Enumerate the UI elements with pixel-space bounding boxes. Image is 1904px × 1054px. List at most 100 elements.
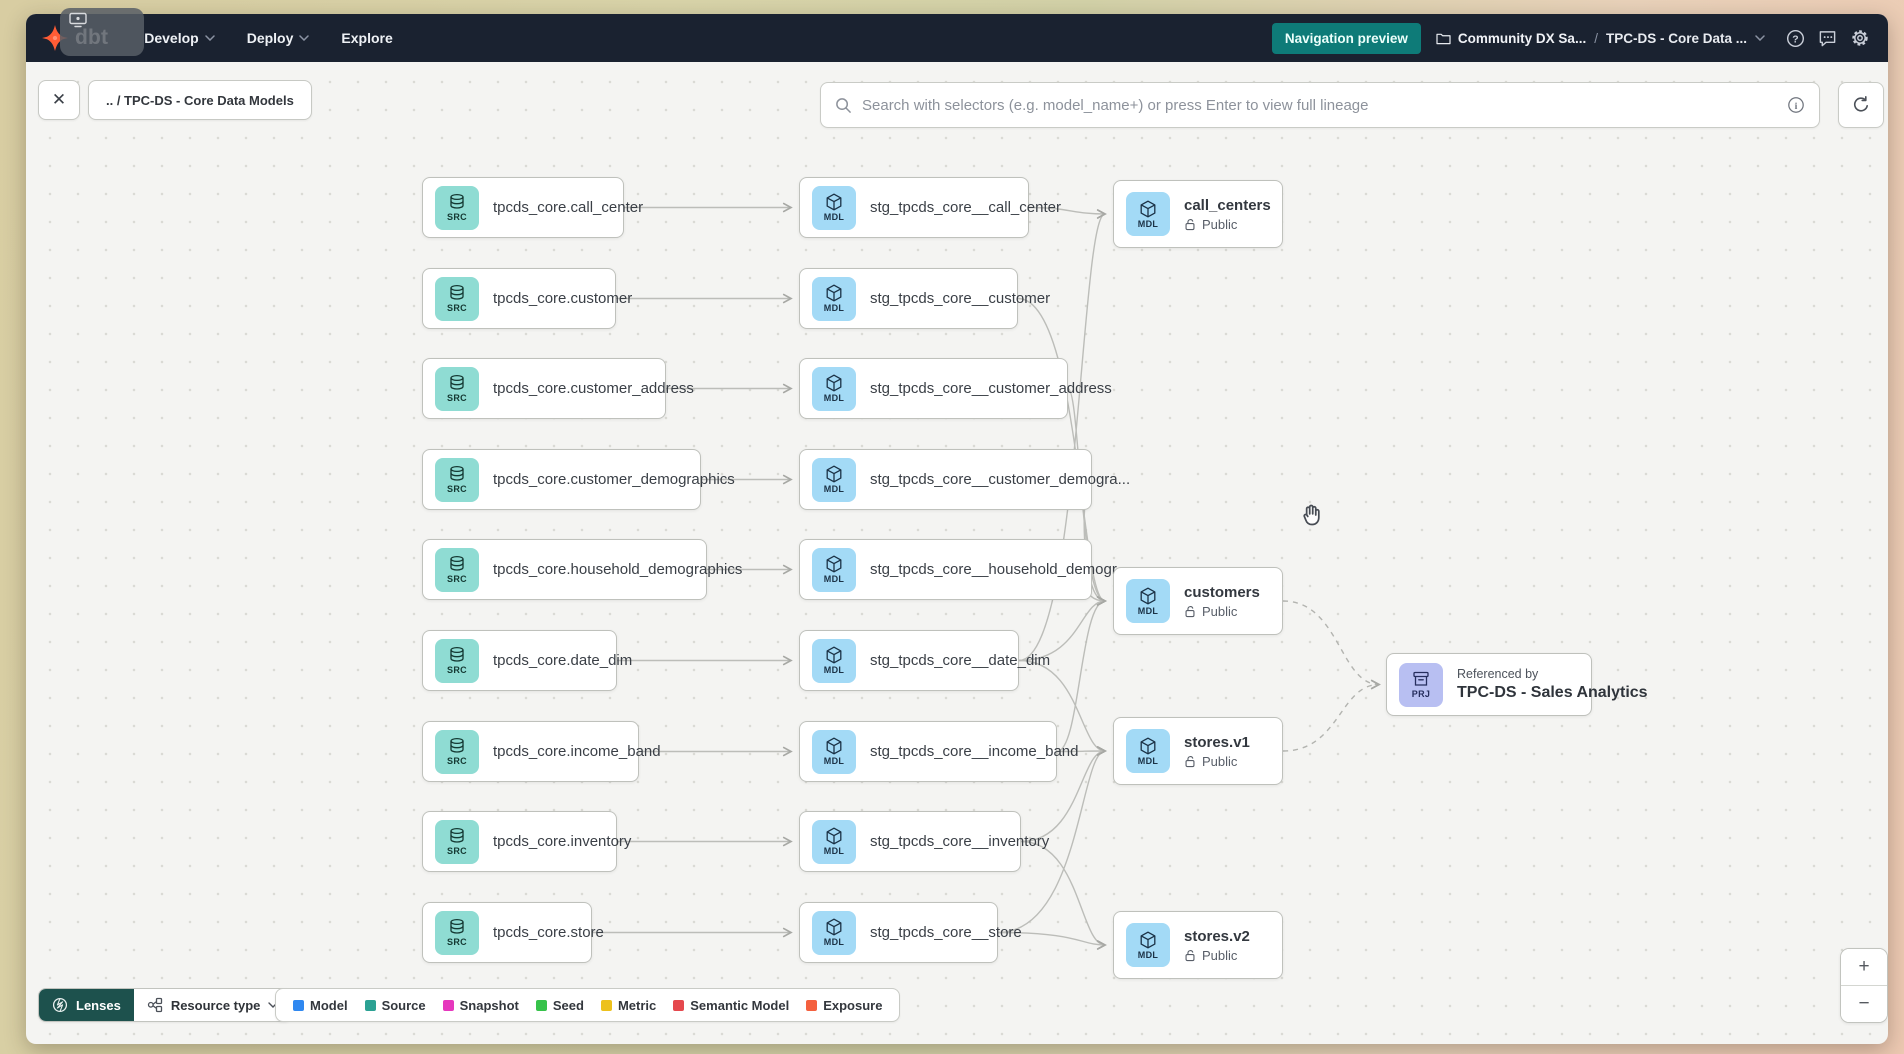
help-icon[interactable]: ?: [1786, 29, 1805, 48]
badge-label: PRJ: [1411, 689, 1431, 699]
cube-icon: [826, 918, 842, 936]
badge-label: MDL: [1137, 949, 1159, 960]
feedback-icon[interactable]: [1818, 29, 1837, 48]
badge-label: SRC: [447, 846, 467, 856]
resource-type-label: Resource type: [170, 997, 261, 1013]
node-label: tpcds_core.household_demographics: [493, 561, 743, 578]
breadcrumb-separator: /: [1594, 30, 1598, 46]
model-badge: MDL: [812, 638, 856, 683]
info-icon[interactable]: i: [1787, 96, 1805, 114]
node-label: tpcds_core.date_dim: [493, 652, 633, 669]
cube-icon: [1140, 737, 1156, 754]
badge-label: SRC: [447, 574, 467, 584]
navbar-right: Navigation preview Community DX Sa... / …: [1271, 22, 1870, 54]
nav-item-develop[interactable]: Develop: [144, 30, 215, 46]
badge-label: MDL: [1137, 218, 1159, 229]
chevron-down-icon[interactable]: [1755, 35, 1765, 41]
nav-menu: Develop Deploy Explore: [144, 30, 393, 46]
model-badge: MDL: [812, 457, 856, 502]
node-stg_customer[interactable]: MDL stg_tpcds_core__customer: [799, 268, 1050, 329]
database-icon: [450, 284, 464, 300]
node-src_store[interactable]: SRC tpcds_core.store: [422, 902, 604, 963]
nav-item-explore[interactable]: Explore: [341, 30, 392, 46]
zoom-controls: + −: [1840, 948, 1888, 1023]
search-input[interactable]: [862, 96, 1777, 114]
lineage-breadcrumb[interactable]: .. / TPC-DS - Core Data Models: [88, 80, 312, 120]
legend-label: Snapshot: [459, 997, 519, 1013]
node-access: Public: [1184, 604, 1260, 619]
legend-label: Metric: [617, 997, 657, 1013]
node-label: stg_tpcds_core__store: [870, 924, 1022, 941]
project-badge: PRJ: [1399, 662, 1443, 707]
resource-type-button[interactable]: Resource type: [133, 989, 292, 1021]
node-label: tpcds_core.customer_address: [493, 380, 694, 397]
badge-label: MDL: [1137, 755, 1159, 766]
legend-swatch: [600, 999, 612, 1011]
lineage-canvas[interactable]: ✕ .. / TPC-DS - Core Data Models i SRCtp…: [26, 62, 1888, 1044]
node-label: tpcds_core.store: [493, 924, 604, 941]
badge-label: SRC: [447, 484, 467, 494]
node-text: stores.v2 Public: [1184, 928, 1262, 963]
svg-text:i: i: [1795, 101, 1798, 112]
node-access: Public: [1184, 948, 1250, 963]
badge-label: SRC: [447, 937, 467, 947]
cube-icon: [826, 555, 842, 573]
legend-label: Seed: [552, 997, 584, 1013]
node-label: call_centers: [1184, 196, 1271, 214]
source-badge: SRC: [435, 185, 479, 230]
badge-label: MDL: [823, 846, 845, 856]
legend-label: Model: [310, 997, 348, 1013]
nav-item-label: Develop: [144, 30, 199, 46]
divider: [1841, 985, 1887, 986]
model-badge: MDL: [812, 366, 856, 411]
badge-label: SRC: [447, 303, 467, 313]
node-label: stg_tpcds_core__customer: [870, 290, 1051, 307]
zoom-in-button[interactable]: +: [1841, 949, 1887, 985]
screen-share-indicator: [60, 8, 144, 56]
cube-icon: [826, 737, 842, 755]
badge-label: MDL: [823, 937, 845, 947]
edge-mdl_stores_v1-to-prj_sales_analytics: [1282, 679, 1381, 752]
lenses-button[interactable]: Lenses: [39, 989, 134, 1021]
node-src_household_demographics[interactable]: SRC tpcds_core.household_demographics: [422, 539, 742, 600]
lenses-toolbar: Lenses Resource type: [38, 988, 293, 1022]
breadcrumb-project[interactable]: Community DX Sa...: [1436, 31, 1586, 46]
nav-item-deploy[interactable]: Deploy: [247, 30, 310, 46]
cube-icon: [826, 284, 842, 302]
node-mdl_stores_v1[interactable]: MDL stores.v1 Public: [1113, 717, 1283, 785]
node-label: stg_tpcds_core__income_band: [870, 743, 1079, 760]
breadcrumb-page-label[interactable]: TPC-DS - Core Data ...: [1605, 30, 1747, 46]
node-stg_store[interactable]: MDL stg_tpcds_core__store: [799, 902, 1022, 963]
close-lineage-button[interactable]: ✕: [38, 80, 80, 120]
source-badge: SRC: [435, 547, 479, 592]
node-access: Public: [1184, 754, 1250, 769]
zoom-out-button[interactable]: −: [1841, 986, 1887, 1022]
node-label: stg_tpcds_core__call_center: [870, 199, 1061, 216]
refresh-lineage-button[interactable]: [1838, 82, 1884, 128]
gear-icon[interactable]: [1850, 28, 1870, 48]
model-badge: MDL: [812, 276, 856, 321]
dbt-logo-icon: [42, 25, 68, 51]
node-text: stores.v1 Public: [1184, 734, 1262, 769]
navigation-preview-button[interactable]: Navigation preview: [1271, 22, 1421, 54]
node-mdl_stores_v2[interactable]: MDL stores.v2 Public: [1113, 911, 1283, 979]
legend-item-snapshot: Snapshot: [442, 997, 519, 1013]
